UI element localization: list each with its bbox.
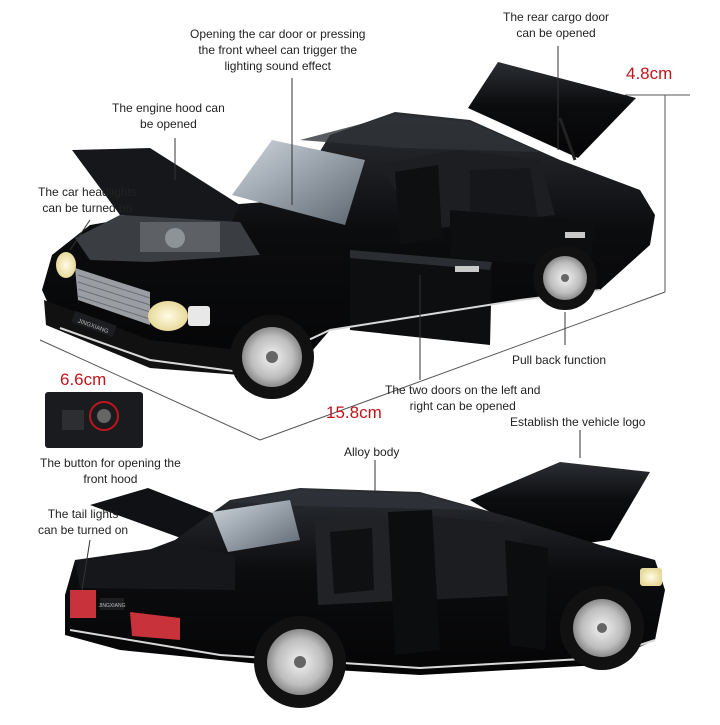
- bottom-car: JINGXIANG: [65, 430, 665, 708]
- dimension-length: 15.8cm: [326, 403, 382, 422]
- rear-plate: JINGXIANG: [99, 603, 126, 609]
- dimension-height: 4.8cm: [626, 64, 673, 83]
- label-cargo-door: The rear cargo door can be opened: [503, 9, 609, 41]
- headlight-left: [56, 252, 76, 278]
- front-wheel-top: [230, 315, 314, 399]
- label-line: The engine hood can: [112, 101, 225, 115]
- label-line: The two doors on the left and: [385, 383, 541, 397]
- headlight-right: [148, 301, 188, 331]
- rear-door-bottom: [388, 510, 440, 655]
- label-door-wheel: Opening the car door or pressing the fro…: [190, 26, 365, 74]
- label-line: The button for opening the: [40, 456, 181, 470]
- label-line: Pull back function: [512, 353, 607, 367]
- front-wheel-bottom: [560, 586, 644, 670]
- label-two-doors: The two doors on the left and right can …: [385, 382, 540, 414]
- rear-wheel-bottom: [254, 616, 346, 708]
- label-line: The tail lights: [47, 507, 119, 521]
- hood-button-inset: [45, 392, 143, 448]
- dimension-width: 6.6cm: [60, 370, 107, 389]
- dimension-lines: [39, 94, 690, 441]
- label-engine-hood: The engine hood can be opened: [112, 100, 225, 132]
- rear-wheel-top: [533, 246, 597, 310]
- rear-window: [212, 500, 300, 552]
- top-car: JINGXIANG: [39, 46, 690, 441]
- label-line: lighting sound effect: [224, 59, 331, 73]
- windshield: [232, 140, 365, 225]
- label-line: can be turned on: [38, 523, 129, 537]
- label-line: front hood: [83, 472, 138, 486]
- label-line: Opening the car door or pressing: [190, 27, 366, 41]
- label-line: Establish the vehicle logo: [510, 415, 646, 429]
- label-vehicle-logo: Establish the vehicle logo: [510, 414, 645, 430]
- label-headlights: The car headlights can be turned on: [38, 184, 137, 216]
- label-hood-button: The button for opening the front hood: [40, 455, 181, 487]
- tail-light-right: [130, 612, 180, 640]
- label-tail-lights: The tail lights can be turned on: [38, 506, 128, 538]
- front-door-bottom: [505, 540, 548, 650]
- interior-front: [420, 515, 525, 600]
- trunk-interior: [75, 545, 235, 590]
- label-line: the front wheel can trigger the: [198, 43, 358, 57]
- grille: [75, 268, 150, 325]
- label-line: right can be opened: [409, 399, 516, 413]
- label-line: The car headlights: [38, 185, 137, 199]
- label-line: Alloy body: [344, 445, 400, 459]
- label-pull-back: Pull back function: [512, 352, 606, 368]
- label-line: The rear cargo door: [503, 10, 610, 24]
- label-line: be opened: [140, 117, 197, 131]
- label-line: can be opened: [516, 26, 596, 40]
- label-line: can be turned on: [42, 201, 133, 215]
- tail-light-left: [70, 590, 96, 618]
- engine-hood: [72, 148, 240, 225]
- cargo-lid: [468, 62, 636, 158]
- label-alloy-body: Alloy body: [344, 444, 399, 460]
